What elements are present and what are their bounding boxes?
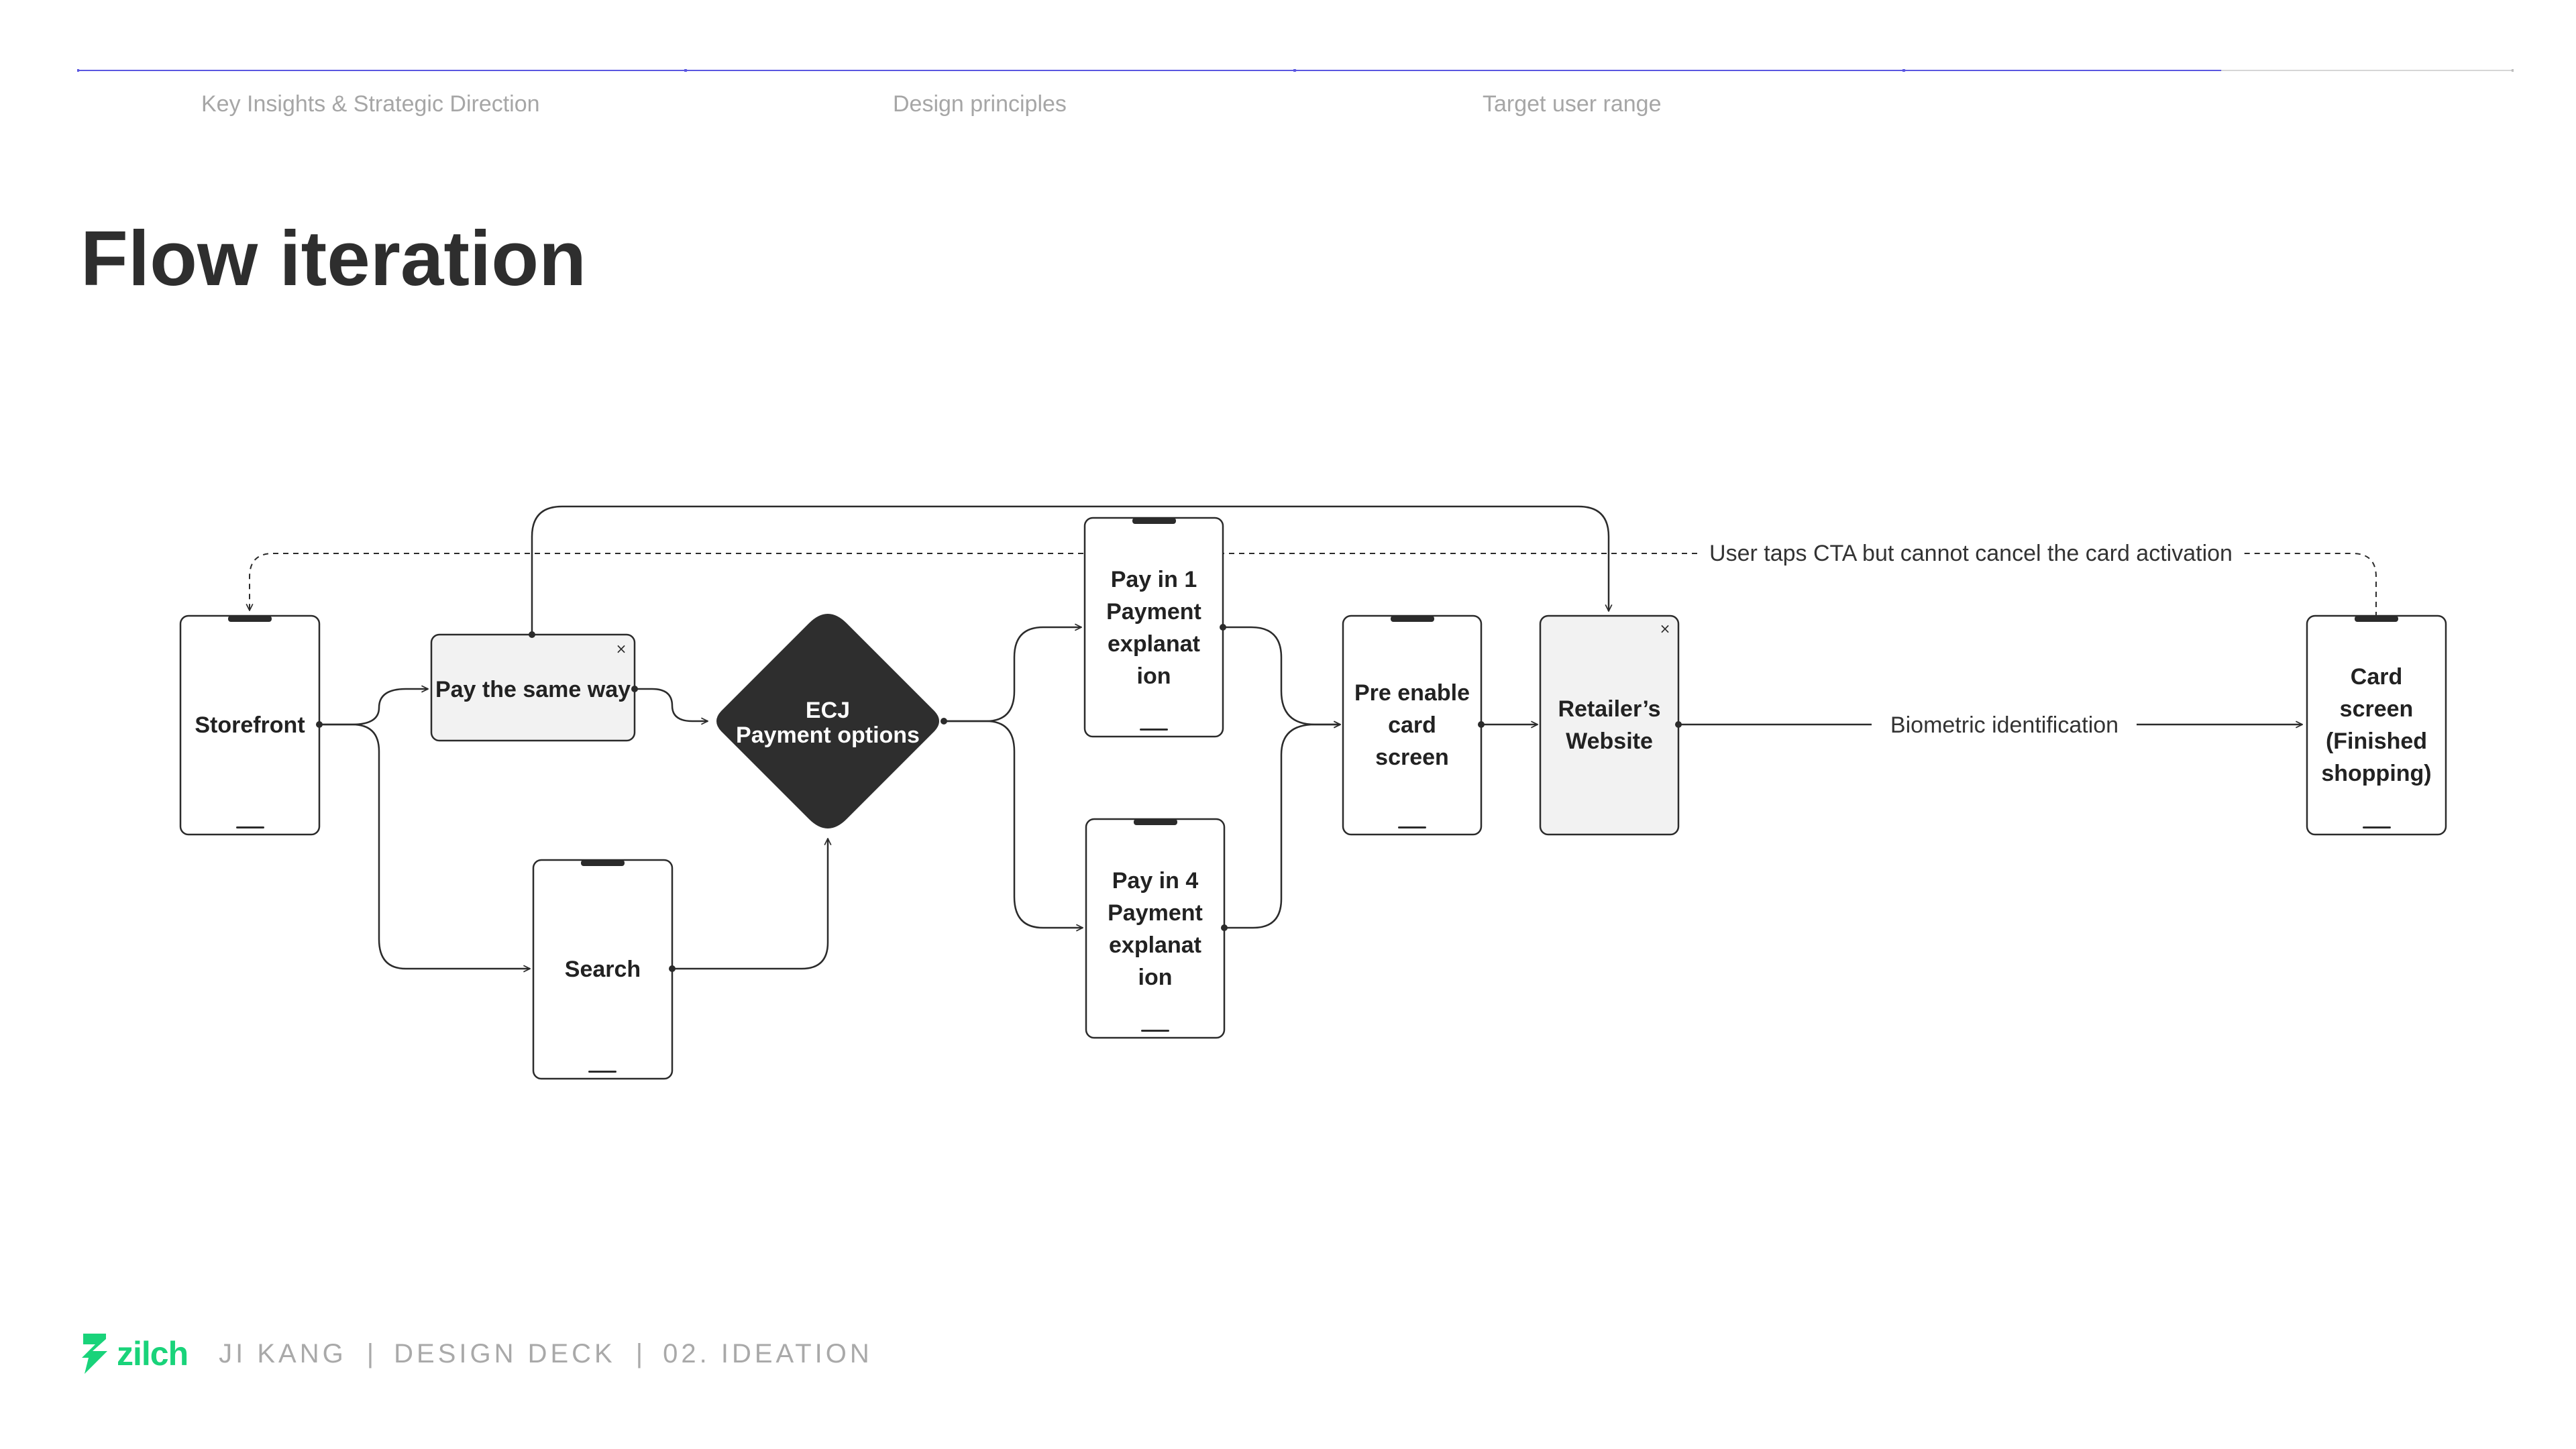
edge-pay-same-way-to-ecj [635, 688, 708, 721]
edge-pay-same-way-to-retailer [531, 505, 1609, 635]
progress-marker [2511, 69, 2514, 72]
node-pre-enable-card-screen[interactable]: Pre enable card screen [1342, 614, 1483, 836]
home-indicator [1141, 1030, 1169, 1032]
node-label: Storefront [195, 712, 305, 738]
node-label: Search [565, 957, 641, 982]
close-icon[interactable]: × [616, 641, 627, 657]
phone-notch [1134, 819, 1177, 825]
node-ecj-payment-options[interactable]: ECJ Payment options [716, 614, 939, 828]
step-label-insights[interactable]: Key Insights & Strategic Direction [201, 91, 540, 117]
node-label: Pre enable [1354, 680, 1470, 706]
close-icon[interactable]: × [1660, 621, 1671, 637]
connector-dot [1221, 924, 1228, 931]
phone-notch [228, 616, 272, 622]
node-pay-the-same-way[interactable]: × Pay the same way [430, 633, 636, 742]
edge-storefront-to-search [319, 723, 530, 969]
footer-author: JI KANG [219, 1338, 347, 1368]
node-label: screen [2340, 696, 2414, 722]
connector-dot [1478, 721, 1485, 728]
node-search[interactable]: Search [532, 859, 674, 1080]
progress-fill [77, 70, 2222, 71]
progress-marker [684, 69, 688, 72]
node-label: Payment [1108, 900, 1203, 926]
node-label: Website [1566, 729, 1653, 754]
node-label: screen [1375, 745, 1449, 770]
edge-pay-in-1-to-pre-enable [1223, 626, 1340, 724]
home-indicator [2363, 826, 2391, 828]
connector-dot [316, 721, 323, 728]
step-label-design-principles[interactable]: Design principles [893, 91, 1067, 117]
phone-notch [581, 860, 625, 866]
node-label: Payment [1106, 599, 1201, 625]
edge-ecj-to-pay-in-4 [944, 720, 1083, 928]
node-label: Card [2351, 664, 2402, 690]
footer-separator: | [635, 1338, 643, 1368]
connector-dot [631, 686, 638, 692]
node-retailers-website[interactable]: × Retailer’s Website [1539, 614, 1680, 836]
edge-search-to-ecj [672, 839, 828, 970]
home-indicator [236, 826, 264, 828]
node-pay-in-4[interactable]: Pay in 4 Payment explanat ion [1085, 818, 1226, 1039]
node-card-screen[interactable]: Card screen (Finished shopping) [2306, 614, 2447, 836]
brand-logo: zilch [79, 1331, 189, 1377]
phone-notch [2355, 616, 2398, 622]
node-label: Pay in 1 [1111, 567, 1197, 592]
footer-section: 02. IDEATION [663, 1338, 873, 1368]
page-title: Flow iteration [80, 215, 586, 302]
node-pay-in-1[interactable]: Pay in 1 Payment explanat ion [1083, 517, 1224, 738]
node-label: (Finished [2326, 729, 2427, 754]
home-indicator [1140, 729, 1168, 731]
home-indicator [588, 1071, 616, 1073]
edge-ecj-to-pay-in-1 [944, 627, 1081, 722]
node-label: Pay in 4 [1112, 868, 1199, 894]
edge-storefront-to-pay-same-way [319, 689, 428, 726]
node-label: shopping) [2321, 761, 2431, 786]
footer-separator: | [366, 1338, 374, 1368]
edge-card-screen-to-storefront [250, 553, 2377, 617]
footer-deck: DESIGN DECK [394, 1338, 616, 1368]
node-label: explanat [1109, 932, 1201, 958]
node-storefront[interactable]: Storefront [179, 614, 321, 836]
progress-marker [1902, 69, 1906, 72]
connector-dot [1220, 624, 1226, 631]
connector-dot [941, 718, 947, 724]
brand-name: zilch [117, 1335, 189, 1373]
progress-marker [1293, 69, 1297, 72]
node-label: card [1388, 712, 1436, 738]
zilch-logo-icon [82, 1334, 107, 1374]
footer: zilch JI KANG | DESIGN DECK | 02. IDEATI… [79, 1327, 873, 1381]
step-label-target-users[interactable]: Target user range [1483, 91, 1662, 117]
node-label: Payment options [736, 722, 920, 748]
node-label: Retailer’s [1558, 696, 1660, 722]
connector-dot [1675, 721, 1682, 728]
home-indicator [1398, 826, 1426, 828]
progress-marker [77, 69, 80, 72]
edge-label-biometric: Biometric identification [1890, 712, 2118, 738]
progress-bar [77, 69, 2514, 72]
node-label: ECJ [806, 698, 850, 723]
phone-notch [1391, 616, 1434, 622]
edge-label-cancel-note: User taps CTA but cannot cancel the card… [1709, 541, 2233, 566]
edge-pay-in-4-to-pre-enable [1224, 724, 1340, 929]
node-label: explanat [1108, 631, 1200, 657]
node-label: ion [1138, 965, 1173, 990]
node-label: ion [1137, 663, 1171, 689]
phone-notch [1132, 518, 1176, 524]
connector-dot [529, 631, 535, 638]
connector-dot [669, 965, 676, 972]
node-label: Pay the same way [435, 677, 631, 702]
